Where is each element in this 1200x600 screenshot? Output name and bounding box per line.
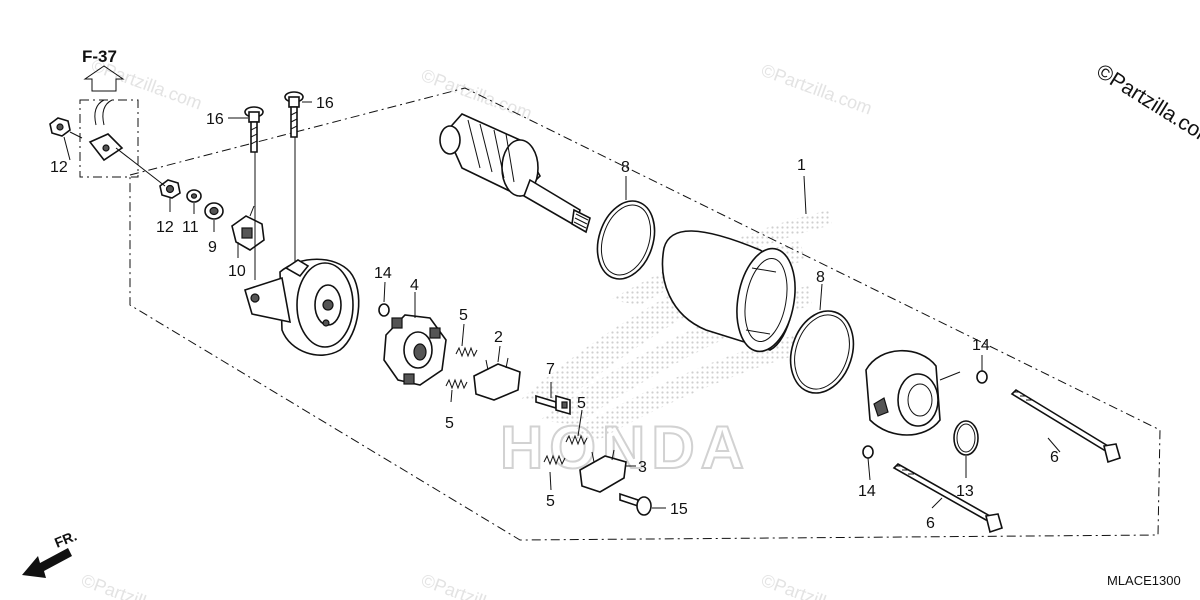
callout-12: 12 — [50, 159, 68, 176]
reference-label: F-37 — [82, 47, 117, 66]
callout-13: 13 — [956, 483, 974, 500]
callout-12: 12 — [156, 219, 174, 236]
nut-12-lower — [159, 179, 181, 199]
callout-6: 6 — [926, 515, 935, 532]
spring-5-b — [445, 378, 468, 390]
callout-16: 16 — [206, 111, 224, 128]
callout-4: 4 — [410, 277, 419, 294]
o-ring-14-lower-right — [862, 445, 874, 459]
copyright-text: ©Partzilla.com — [1092, 60, 1200, 151]
watermark-text: ©Partzilla.com — [79, 570, 195, 600]
watermark-text: ©Partzilla.com — [419, 570, 535, 600]
callout-3: 3 — [638, 459, 647, 476]
callout-7: 7 — [546, 361, 555, 378]
watermark-text: ©Partzilla.com — [759, 60, 875, 119]
nut-12-upper — [49, 117, 71, 137]
front-arrow-icon — [22, 548, 72, 578]
callout-8: 8 — [816, 269, 825, 286]
rear-cover — [244, 258, 360, 356]
callout-6: 6 — [1050, 449, 1059, 466]
o-ring-14-left — [378, 303, 390, 317]
insulator-9 — [204, 202, 224, 220]
callout-14: 14 — [374, 265, 392, 282]
watermark-text: ©Partzilla.com — [419, 65, 535, 124]
reference-f37: F-37 — [79, 47, 139, 178]
through-bolt-6-lower — [892, 463, 1003, 534]
brush-holder-4 — [383, 314, 447, 386]
callout-8: 8 — [621, 159, 630, 176]
spring-5-c — [565, 434, 588, 446]
brush-plate-3 — [579, 449, 627, 493]
motor-case — [661, 230, 796, 353]
terminal-with-wire — [88, 99, 124, 162]
leader-lines — [63, 101, 1061, 509]
callout-10: 10 — [228, 263, 246, 280]
callout-14: 14 — [858, 483, 876, 500]
brush-plate-2 — [473, 357, 521, 401]
callout-9: 9 — [208, 239, 217, 256]
o-ring-14-upper-right — [976, 370, 988, 384]
callout-14: 14 — [972, 337, 990, 354]
spring-5-d — [543, 454, 566, 466]
front-direction-label: FR. — [52, 527, 79, 550]
callout-5: 5 — [459, 307, 468, 324]
watermark-text: ©Partzilla.com — [759, 570, 875, 600]
bolt-16-right — [284, 91, 304, 138]
callout-2: 2 — [494, 329, 503, 346]
washer-11 — [186, 189, 202, 203]
front-cover — [865, 349, 961, 436]
terminal-subassembly-box — [79, 99, 139, 178]
spring-5-a — [455, 346, 478, 358]
assembly-outline — [129, 87, 1161, 541]
callout-5: 5 — [445, 415, 454, 432]
callout-15: 15 — [670, 501, 688, 518]
callout-5: 5 — [577, 395, 586, 412]
front-direction-indicator: FR. — [22, 527, 79, 578]
screw-15 — [619, 492, 652, 516]
terminal-bolt-7 — [535, 394, 571, 416]
callout-11: 11 — [182, 219, 199, 236]
armature — [439, 113, 591, 234]
bolt-16-left — [244, 106, 264, 153]
callout-16: 16 — [316, 95, 334, 112]
up-arrow-icon — [83, 65, 125, 92]
through-bolt-6-upper — [1010, 388, 1121, 464]
terminal-insulator-10 — [231, 205, 265, 251]
o-ring-8-upper — [596, 200, 656, 280]
diagram-code: MLACE1300 — [1107, 573, 1181, 588]
callout-5: 5 — [546, 493, 555, 510]
callout-1: 1 — [797, 157, 806, 174]
o-ring-8-lower — [789, 310, 855, 394]
o-ring-13 — [953, 420, 979, 456]
callouts: 1 2 3 4 5 5 5 5 6 6 7 8 8 9 10 11 12 12 … — [50, 95, 1059, 532]
